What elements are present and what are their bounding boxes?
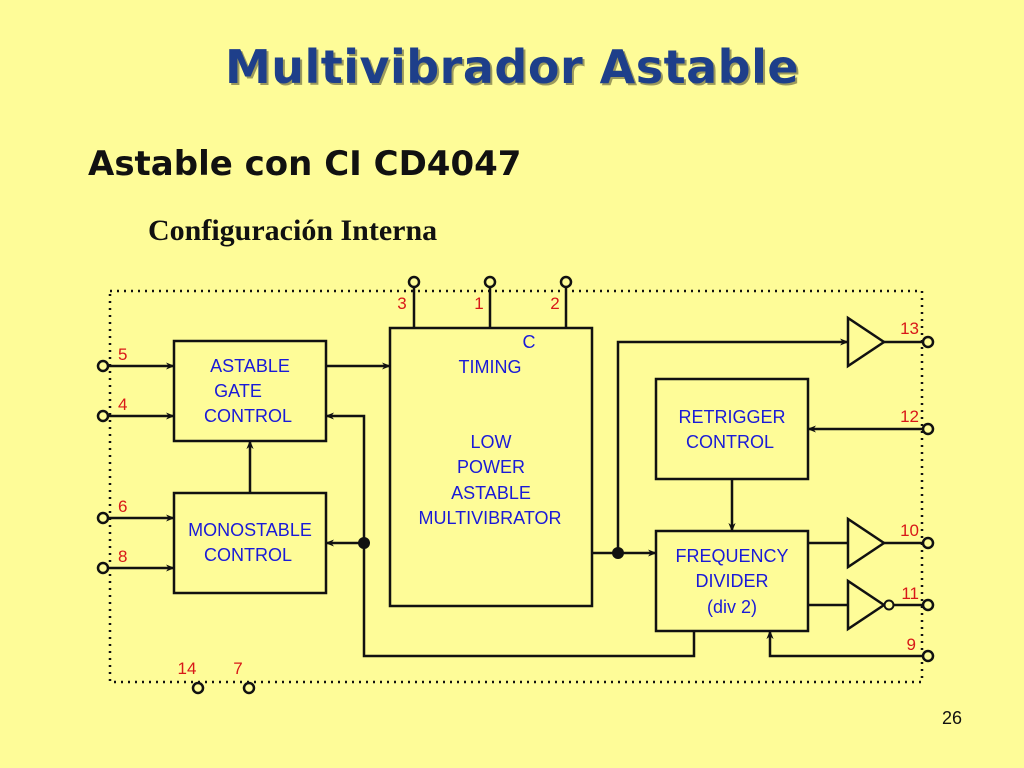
slide-title: Multivibrador Astable bbox=[224, 40, 800, 94]
output-buffer-13 bbox=[846, 315, 887, 369]
block-label: DIVIDER bbox=[695, 571, 768, 591]
chip-boundary bbox=[108, 289, 924, 684]
block-label: POWER bbox=[457, 457, 525, 477]
block-label: CONTROL bbox=[204, 545, 292, 565]
block-label: CONTROL bbox=[686, 432, 774, 452]
block-label: TIMING bbox=[459, 357, 522, 377]
pin-label-4: 4 bbox=[118, 395, 127, 414]
page-number: 26 bbox=[941, 708, 962, 728]
pin-label-6: 6 bbox=[118, 497, 127, 516]
block-label: ASTABLE bbox=[451, 483, 531, 503]
monostable-control-block: MONOSTABLE CONTROL bbox=[172, 491, 328, 595]
pin-label-10: 10 bbox=[900, 521, 919, 540]
block-label: FREQUENCY bbox=[675, 546, 788, 566]
block-label: ASTABLE bbox=[210, 356, 290, 376]
pin-label-2: 2 bbox=[550, 294, 559, 313]
diagram-caption: Configuración Interna bbox=[148, 214, 438, 247]
slide-subtitle: Astable con CI CD4047 bbox=[88, 144, 522, 184]
retrigger-control-block: RETRIGGER CONTROL bbox=[654, 377, 810, 481]
junction-dot bbox=[358, 537, 370, 549]
astable-multivibrator-block: C TIMING LOW POWER ASTABLE MULTIVIBRATOR bbox=[388, 326, 594, 608]
block-label: MULTIVIBRATOR bbox=[418, 508, 561, 528]
pin-terminals bbox=[96, 275, 935, 695]
output-buffer-11 bbox=[846, 578, 887, 632]
pin-label-11: 11 bbox=[901, 584, 919, 603]
block-label: C bbox=[523, 332, 536, 352]
block-label: CONTROL bbox=[204, 406, 292, 426]
block-label: (div 2) bbox=[707, 597, 757, 617]
pin-label-12: 12 bbox=[900, 407, 919, 426]
pin-label-13: 13 bbox=[900, 319, 919, 338]
pin-label-1: 1 bbox=[474, 294, 483, 313]
pin-label-8: 8 bbox=[118, 547, 127, 566]
block-label: GATE bbox=[214, 381, 262, 401]
block-label: MONOSTABLE bbox=[188, 520, 312, 540]
frequency-divider-block: FREQUENCY DIVIDER (div 2) bbox=[654, 529, 810, 633]
inverter-bubble bbox=[883, 599, 895, 611]
pin-label-14: 14 bbox=[178, 659, 197, 678]
pin-label-7: 7 bbox=[233, 659, 242, 678]
pin-label-3: 3 bbox=[397, 294, 406, 313]
output-buffer-10 bbox=[846, 516, 887, 570]
pin-label-5: 5 bbox=[118, 345, 127, 364]
pin-label-9: 9 bbox=[907, 635, 916, 654]
block-label: LOW bbox=[470, 432, 511, 452]
astable-gate-control-block: ASTABLE GATE CONTROL bbox=[172, 339, 328, 443]
block-label: RETRIGGER bbox=[678, 407, 785, 427]
wires bbox=[108, 287, 926, 658]
junction-dot bbox=[612, 547, 624, 559]
